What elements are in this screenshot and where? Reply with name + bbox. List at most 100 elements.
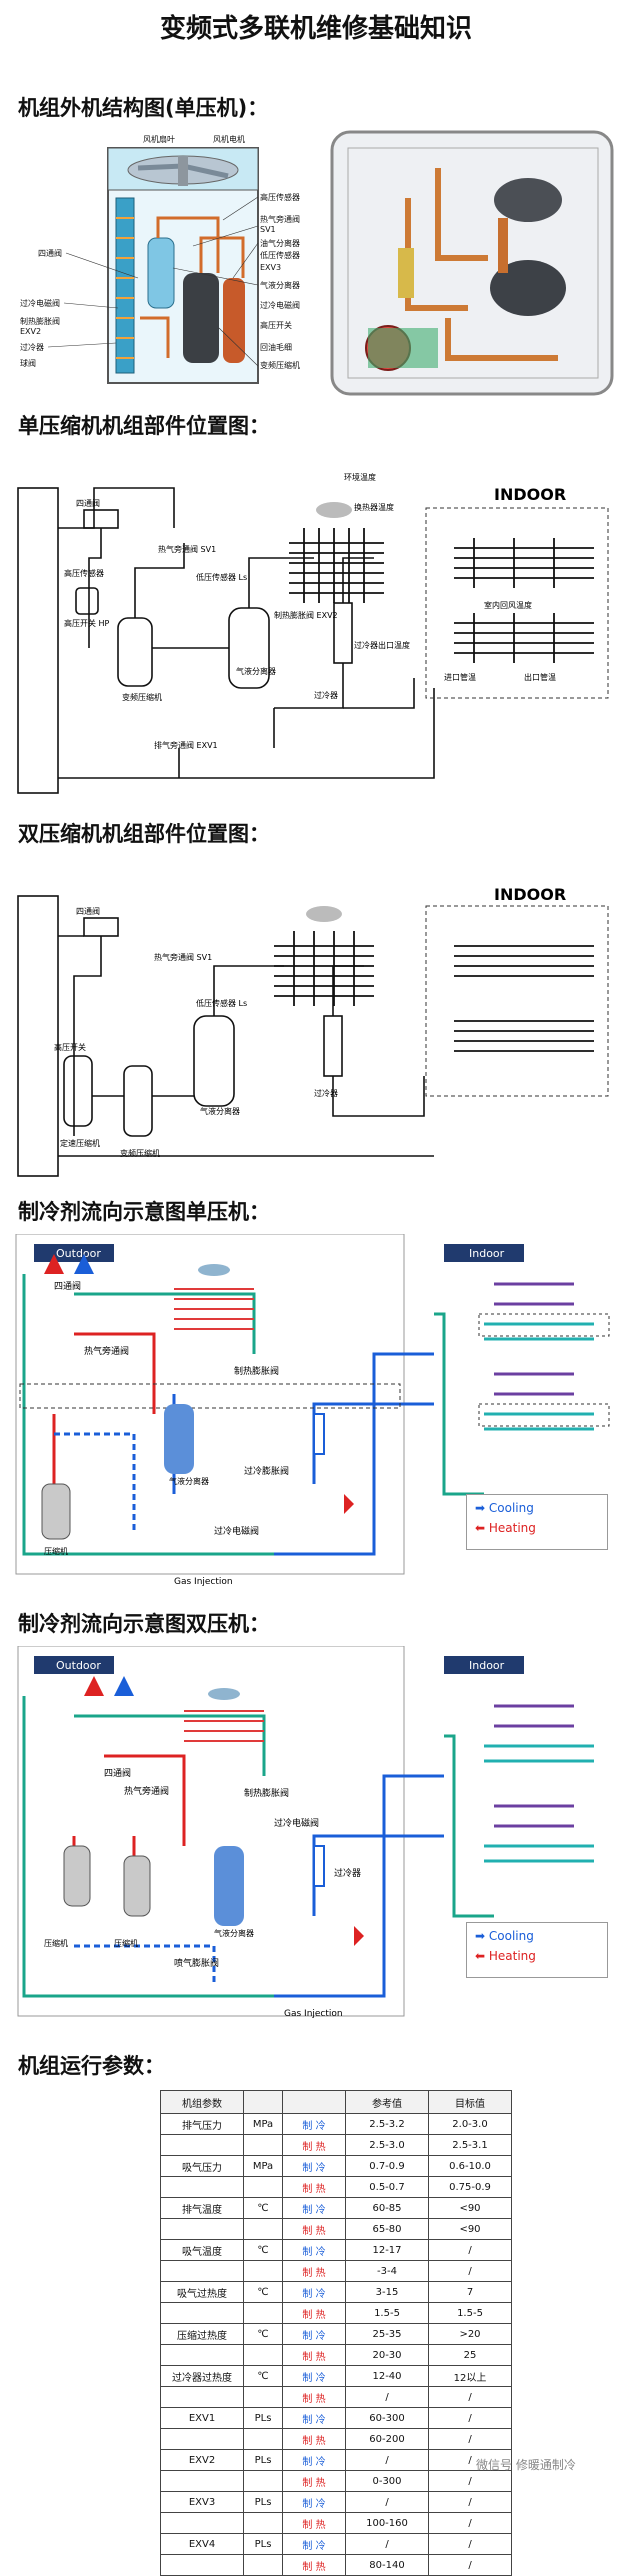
param-name-cell <box>160 2218 244 2240</box>
section-title-flow-single: 制冷剂流向示意图单压机： <box>18 1200 270 1224</box>
param-name-cell: EXV1 <box>160 2407 244 2429</box>
param-target-cell: <90 <box>428 2218 512 2240</box>
svg-text:高压开关: 高压开关 <box>54 1042 86 1052</box>
svg-text:SV1: SV1 <box>260 225 276 234</box>
section-title-params: 机组运行参数： <box>18 2054 165 2078</box>
svg-text:变频压缩机: 变频压缩机 <box>260 360 300 370</box>
param-target-cell: / <box>428 2512 512 2534</box>
svg-text:制热膨胀阀: 制热膨胀阀 <box>20 316 60 326</box>
outer-unit-3d-view <box>328 128 618 398</box>
svg-text:Gas Injection: Gas Injection <box>284 2009 343 2019</box>
svg-text:过冷器: 过冷器 <box>20 342 44 352</box>
param-unit-cell: PLs <box>243 2533 283 2555</box>
svg-text:Outdoor: Outdoor <box>56 1247 101 1260</box>
header-param: 机组参数 <box>160 2090 244 2114</box>
param-unit-cell: ℃ <box>243 2281 283 2303</box>
param-mode-cell: 制 热 <box>282 2218 346 2240</box>
svg-text:低压传感器 Ls: 低压传感器 Ls <box>196 998 247 1008</box>
param-name-cell: 吸气温度 <box>160 2239 244 2261</box>
param-mode-cell: 制 热 <box>282 2386 346 2408</box>
svg-text:气液分离器: 气液分离器 <box>200 1106 240 1116</box>
param-unit-cell: ℃ <box>243 2197 283 2219</box>
param-mode-cell: 制 冷 <box>282 2365 346 2387</box>
svg-text:热气旁通阀: 热气旁通阀 <box>84 1345 129 1357</box>
svg-text:过冷电磁阀: 过冷电磁阀 <box>274 1817 319 1829</box>
svg-text:进口管温: 进口管温 <box>444 672 476 682</box>
param-unit-cell <box>243 2512 283 2534</box>
param-target-cell: 0.75-0.9 <box>428 2176 512 2198</box>
param-ref-cell: 1.5-5 <box>345 2302 429 2324</box>
svg-text:Outdoor: Outdoor <box>56 1659 101 1672</box>
single-comp-layout-diagram: INDOOR 四通阀 高压传感器 高压开关 HP 热气旁通阀 SV1 低压传感器… <box>14 448 618 808</box>
param-target-cell: / <box>428 2239 512 2261</box>
svg-text:四通阀: 四通阀 <box>104 1768 131 1779</box>
svg-text:四通阀: 四通阀 <box>54 1281 81 1292</box>
svg-text:回油毛细: 回油毛细 <box>260 342 292 352</box>
param-mode-cell: 制 冷 <box>282 2239 346 2261</box>
flow-single-diagram: Outdoor Indoor <box>14 1233 618 1594</box>
header-ref: 参考值 <box>345 2090 429 2114</box>
svg-text:变频压缩机: 变频压缩机 <box>122 692 162 702</box>
param-target-cell: / <box>428 2554 512 2576</box>
param-mode-cell: 制 冷 <box>282 2281 346 2303</box>
svg-text:Gas Injection: Gas Injection <box>174 1577 233 1587</box>
svg-text:EXV2: EXV2 <box>20 327 41 336</box>
param-target-cell: 2.5-3.1 <box>428 2134 512 2156</box>
svg-text:过冷电磁阀: 过冷电磁阀 <box>260 300 300 310</box>
svg-text:高压传感器: 高压传感器 <box>260 192 300 202</box>
param-mode-cell: 制 热 <box>282 2134 346 2156</box>
header-target: 目标值 <box>428 2090 512 2114</box>
svg-text:气液分离器: 气液分离器 <box>236 666 276 676</box>
svg-text:高压开关: 高压开关 <box>260 320 292 330</box>
svg-text:气液分离器: 气液分离器 <box>260 280 300 290</box>
flow-double-legend: ➡ Cooling ⬅ Heating <box>466 1922 608 1978</box>
svg-text:环境温度: 环境温度 <box>344 472 376 482</box>
legend-cooling-2: Cooling <box>488 1929 534 1943</box>
param-mode-cell: 制 冷 <box>282 2533 346 2555</box>
param-ref-cell: 100-160 <box>345 2512 429 2534</box>
param-name-cell: EXV4 <box>160 2533 244 2555</box>
svg-text:热气旁通阀: 热气旁通阀 <box>124 1785 169 1797</box>
param-target-cell: 25 <box>428 2344 512 2366</box>
param-name-cell: 压缩过热度 <box>160 2323 244 2345</box>
param-mode-cell: 制 热 <box>282 2428 346 2450</box>
param-mode-cell: 制 热 <box>282 2512 346 2534</box>
svg-text:过冷器: 过冷器 <box>314 1088 338 1098</box>
param-target-cell: <90 <box>428 2197 512 2219</box>
param-unit-cell: MPa <box>243 2155 283 2177</box>
param-name-cell <box>160 2260 244 2282</box>
svg-text:制热膨胀阀: 制热膨胀阀 <box>244 1787 289 1799</box>
legend-heating-2: Heating <box>488 1949 536 1963</box>
param-target-cell: >20 <box>428 2323 512 2345</box>
param-mode-cell: 制 冷 <box>282 2407 346 2429</box>
param-ref-cell: 12-40 <box>345 2365 429 2387</box>
param-target-cell: / <box>428 2407 512 2429</box>
svg-text:过冷器: 过冷器 <box>334 1867 361 1879</box>
double-comp-layout-diagram: INDOOR 四通阀 高压开关 定速压缩机 变频压缩机 气液分离器 热气旁通阀 … <box>14 856 618 1186</box>
svg-text:排气旁通阀 EXV1: 排气旁通阀 EXV1 <box>154 740 218 750</box>
param-unit-cell <box>243 2218 283 2240</box>
param-unit-cell: PLs <box>243 2407 283 2429</box>
param-ref-cell: 65-80 <box>345 2218 429 2240</box>
param-ref-cell: / <box>345 2533 429 2555</box>
svg-text:Indoor: Indoor <box>469 1247 505 1260</box>
param-target-cell: 7 <box>428 2281 512 2303</box>
svg-text:制热膨胀阀 EXV2: 制热膨胀阀 EXV2 <box>274 610 338 620</box>
svg-text:油气分离器: 油气分离器 <box>260 238 300 248</box>
param-ref-cell: 60-85 <box>345 2197 429 2219</box>
svg-text:过冷器: 过冷器 <box>314 690 338 700</box>
param-target-cell: / <box>428 2386 512 2408</box>
svg-text:室内回风温度: 室内回风温度 <box>484 600 532 610</box>
svg-text:风机电机: 风机电机 <box>213 134 245 144</box>
outer-unit-diagram: 风机扇叶 风机电机 高压传感器 热气旁通阀 SV1 油气分离器 低压传感器 EX… <box>18 128 318 398</box>
param-mode-cell: 制 冷 <box>282 2323 346 2345</box>
param-unit-cell: ℃ <box>243 2323 283 2345</box>
param-unit-cell <box>243 2176 283 2198</box>
param-ref-cell: 60-200 <box>345 2428 429 2450</box>
